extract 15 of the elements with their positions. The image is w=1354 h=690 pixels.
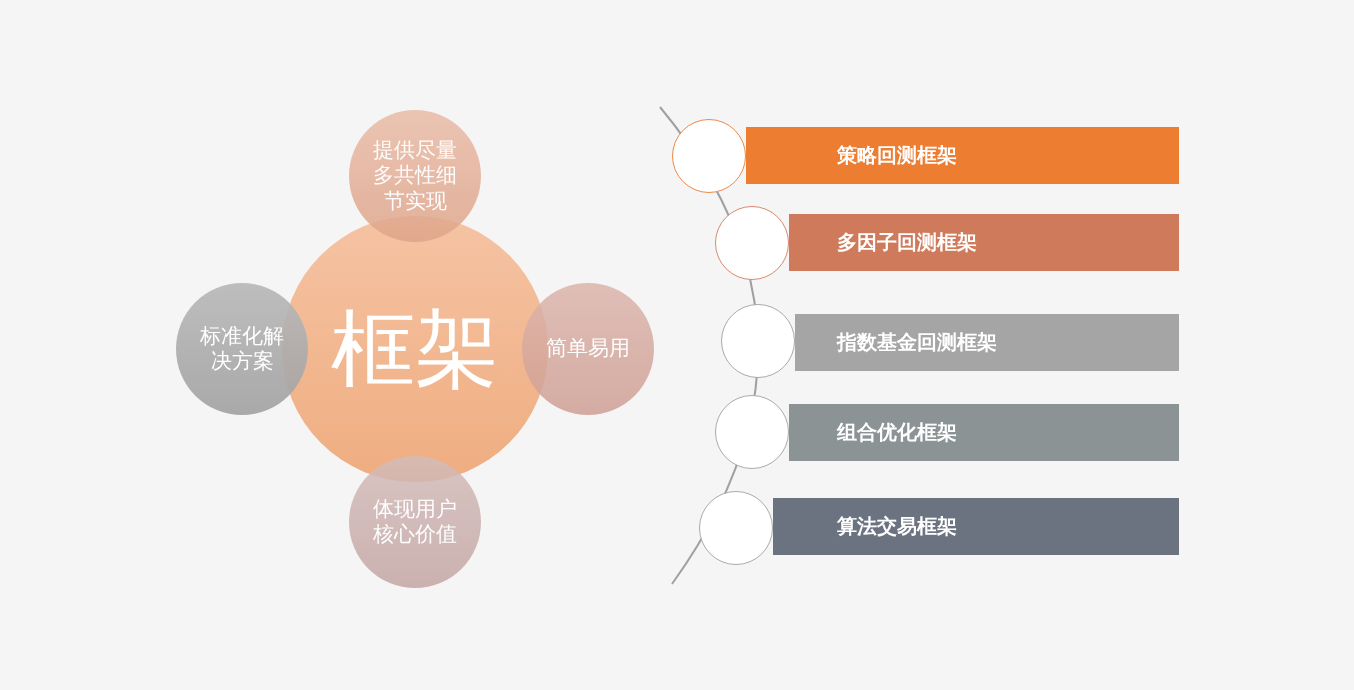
label-bar bbox=[746, 127, 1179, 184]
label-bar bbox=[789, 214, 1179, 271]
topic-text: 体现用户核心价值 bbox=[372, 496, 458, 548]
label-bar bbox=[789, 404, 1179, 461]
bar-label: 策略回测框架 bbox=[837, 142, 957, 169]
bar-label: 多因子回测框架 bbox=[837, 229, 977, 256]
topic-text: 标准化解决方案 bbox=[199, 323, 285, 375]
core-title: 框架 bbox=[330, 298, 500, 400]
bar-label: 算法交易框架 bbox=[837, 513, 957, 540]
label-bar bbox=[795, 314, 1179, 371]
bar-label: 组合优化框架 bbox=[837, 419, 957, 446]
topic-text: 提供尽量多共性细节实现 bbox=[372, 138, 458, 214]
bar-label: 指数基金回测框架 bbox=[837, 329, 997, 356]
label-bar bbox=[773, 498, 1179, 555]
topic-text: 简单易用 bbox=[545, 336, 631, 362]
